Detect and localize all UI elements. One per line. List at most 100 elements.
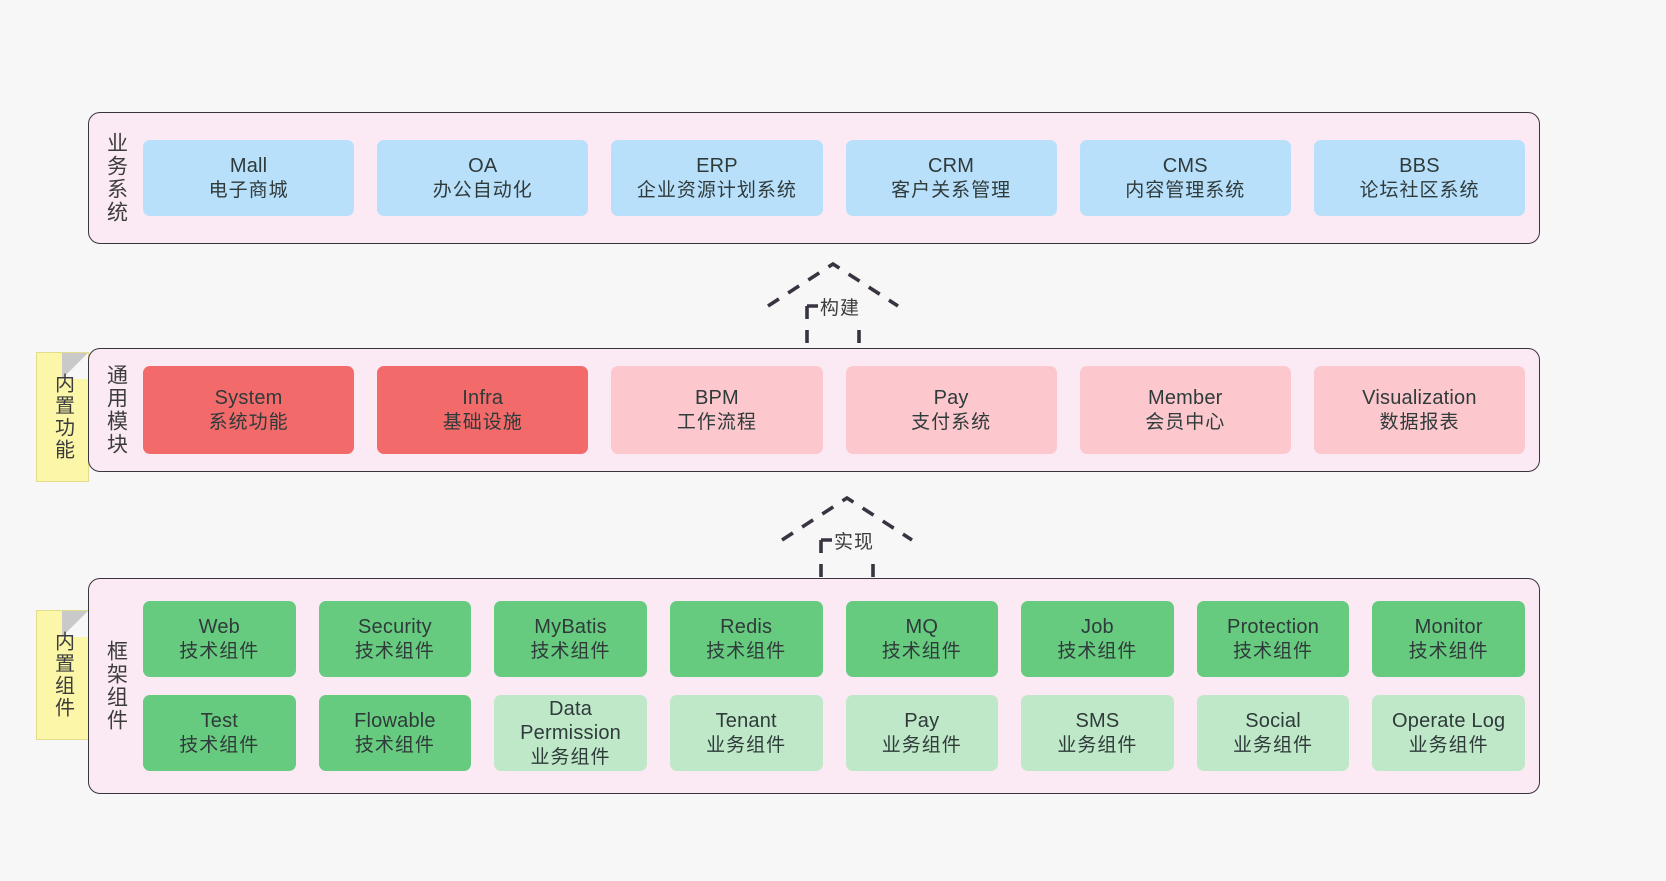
card-title-en: SMS [1075,710,1120,733]
card-title-cn: 技术组件 [354,640,435,662]
card-monitor[interactable]: Monitor 技术组件 [1372,601,1525,677]
card-flowable[interactable]: Flowable 技术组件 [318,695,472,771]
framework-tech-component-row: Web 技术组件 Security 技术组件 MyBatis 技术组件 Redi… [143,601,1525,677]
card-title-cn: 支付系统 [911,411,992,433]
card-social[interactable]: Social 业务组件 [1196,695,1350,771]
card-system[interactable]: System 系统功能 [143,366,355,454]
card-job[interactable]: Job 技术组件 [1021,601,1174,677]
layer-title-common-modules: 通用模块 [104,364,128,456]
card-title-cn: 技术组件 [354,734,435,756]
card-title-cn: 技术组件 [706,640,787,662]
card-data-permission[interactable]: Data Permission 业务组件 [494,695,647,771]
card-title-en: Data Permission [520,698,622,745]
card-title-en: OA [468,155,498,178]
card-title-en: ERP [696,155,738,178]
card-title-cn: 论坛社区系统 [1359,179,1480,201]
card-title-cn: 技术组件 [1408,640,1489,662]
card-security[interactable]: Security 技术组件 [318,601,472,677]
connector-implement-label: 实现 [832,527,877,554]
card-oa[interactable]: OA 办公自动化 [377,140,589,216]
card-title-en: Test [200,710,239,733]
card-title-en: Operate Log [1391,710,1506,733]
card-title-cn: 电子商城 [208,179,289,201]
card-title-cn: 技术组件 [179,640,260,662]
card-pay-module[interactable]: Pay 支付系统 [845,366,1057,454]
layer-panel-framework-components: 框架组件 Web 技术组件 Security 技术组件 MyBatis 技术组件… [88,578,1540,794]
connector-build-label: 构建 [818,293,863,320]
layer-panel-common-modules: 通用模块 System 系统功能 Infra 基础设施 BPM 工作流程 Pay… [88,348,1540,472]
card-sms[interactable]: SMS 业务组件 [1021,695,1174,771]
card-title-en: Flowable [354,710,436,733]
card-title-cn: 业务组件 [706,734,787,756]
card-title-cn: 企业资源计划系统 [636,179,797,201]
card-title-en: BPM [694,387,739,410]
card-title-en: Infra [462,387,504,410]
layer-body-common-modules: System 系统功能 Infra 基础设施 BPM 工作流程 Pay 支付系统… [143,349,1539,471]
card-title-en: Visualization [1362,387,1477,410]
card-title-cn: 业务组件 [1233,734,1314,756]
card-title-en: Monitor [1414,616,1483,639]
sticky-note-label: 内置功能 [51,373,74,461]
card-title-cn: 会员中心 [1145,411,1226,433]
card-title-cn: 办公自动化 [432,179,533,201]
card-protection[interactable]: Protection 技术组件 [1196,601,1350,677]
card-title-en: Job [1081,616,1114,639]
card-title-cn: 内容管理系统 [1125,179,1246,201]
card-bbs[interactable]: BBS 论坛社区系统 [1313,140,1526,216]
card-title-cn: 工作流程 [676,411,757,433]
connector-build: 构建 [758,258,908,344]
card-title-en: BBS [1399,155,1440,178]
sticky-note-builtin-components: 内置组件 [36,610,89,740]
card-title-cn: 系统功能 [208,411,289,433]
card-tenant[interactable]: Tenant 业务组件 [669,695,823,771]
layer-title-framework-components: 框架组件 [104,640,128,732]
card-title-cn: 基础设施 [442,411,523,433]
card-title-en: CMS [1162,155,1208,178]
card-web[interactable]: Web 技术组件 [143,601,296,677]
card-title-cn: 客户关系管理 [891,179,1012,201]
card-test[interactable]: Test 技术组件 [143,695,296,771]
connector-implement: 实现 [772,492,922,578]
card-mq[interactable]: MQ 技术组件 [845,601,999,677]
card-crm[interactable]: CRM 客户关系管理 [845,140,1057,216]
card-title-cn: 技术组件 [1057,640,1138,662]
card-title-cn: 技术组件 [179,734,260,756]
sticky-note-label: 内置组件 [51,631,74,719]
card-member[interactable]: Member 会员中心 [1079,366,1291,454]
card-title-en: Web [198,616,240,639]
card-title-cn: 业务组件 [881,734,962,756]
card-redis[interactable]: Redis 技术组件 [669,601,823,677]
card-title-cn: 业务组件 [1408,734,1489,756]
card-title-en: System [214,387,283,410]
card-title-en: CRM [928,155,975,178]
card-erp[interactable]: ERP 企业资源计划系统 [611,140,823,216]
card-pay-component[interactable]: Pay 业务组件 [845,695,999,771]
common-modules-card-row: System 系统功能 Infra 基础设施 BPM 工作流程 Pay 支付系统… [143,366,1526,454]
card-mall[interactable]: Mall 电子商城 [143,140,355,216]
card-mybatis[interactable]: MyBatis 技术组件 [494,601,647,677]
layer-body-framework-components: Web 技术组件 Security 技术组件 MyBatis 技术组件 Redi… [143,579,1539,793]
card-title-cn: 业务组件 [530,746,611,768]
card-title-en: MQ [905,616,939,639]
card-title-en: Mall [229,155,268,178]
card-title-en: Member [1147,387,1223,410]
card-title-cn: 技术组件 [530,640,611,662]
card-title-en: Social [1245,710,1301,733]
card-operate-log[interactable]: Operate Log 业务组件 [1372,695,1525,771]
layer-panel-business-system: 业务系统 Mall 电子商城 OA 办公自动化 ERP 企业资源计划系统 CRM… [88,112,1540,244]
card-title-en: Tenant [715,710,777,733]
card-title-en: MyBatis [534,616,607,639]
layer-body-business-system: Mall 电子商城 OA 办公自动化 ERP 企业资源计划系统 CRM 客户关系… [143,113,1539,243]
business-system-card-row: Mall 电子商城 OA 办公自动化 ERP 企业资源计划系统 CRM 客户关系… [143,140,1526,216]
card-infra[interactable]: Infra 基础设施 [377,366,589,454]
card-title-cn: 技术组件 [881,640,962,662]
sticky-note-builtin-functions: 内置功能 [36,352,89,482]
card-bpm[interactable]: BPM 工作流程 [611,366,823,454]
layer-title-business-system: 业务系统 [104,132,128,224]
card-cms[interactable]: CMS 内容管理系统 [1079,140,1291,216]
card-title-en: Pay [933,387,969,410]
card-title-en: Pay [904,710,940,733]
framework-business-component-row: Test 技术组件 Flowable 技术组件 Data Permission … [143,695,1525,771]
card-visualization[interactable]: Visualization 数据报表 [1313,366,1526,454]
